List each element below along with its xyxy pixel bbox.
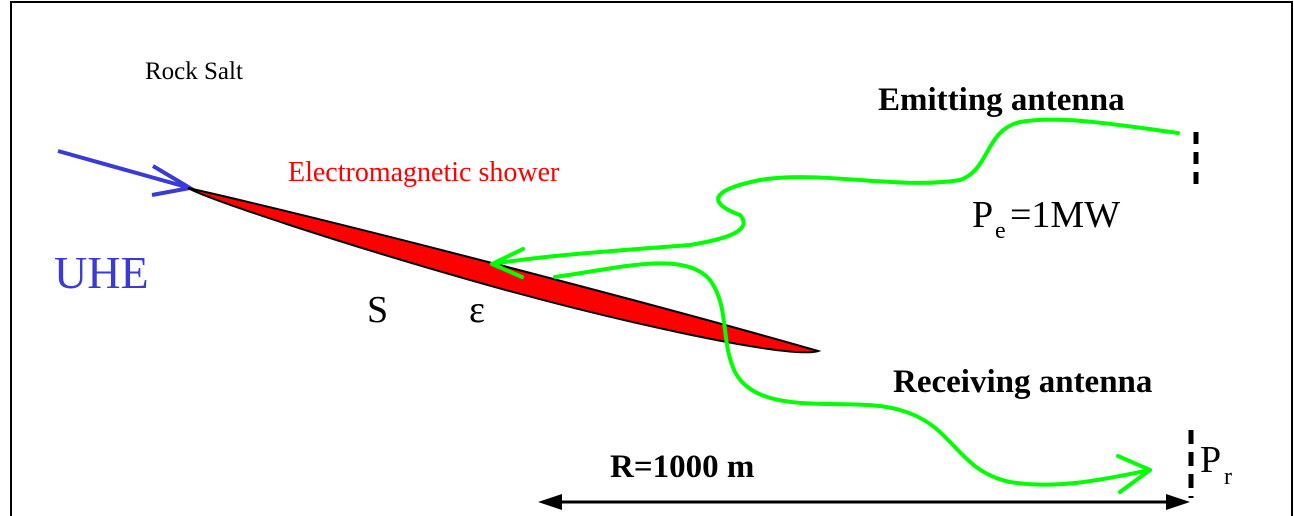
distance-label: R=1000 m [610, 449, 754, 485]
medium-label: Rock Salt [145, 58, 243, 85]
particle-label: UHE [54, 247, 149, 298]
diagram-frame [10, 1, 1293, 516]
uhe-arrow-shaft [57, 149, 191, 190]
reflected-signal-arrow [553, 261, 1152, 494]
distance-arrowhead-right [1166, 494, 1190, 510]
distance-arrowhead-left [538, 494, 562, 510]
emitted-power-label: P e =1MW [972, 194, 1120, 244]
emitting-antenna-title: Emitting antenna [878, 82, 1125, 118]
receiving-antenna-title: Receiving antenna [893, 364, 1152, 400]
pe-base: P [972, 194, 993, 236]
emitted-signal-path [490, 117, 1180, 266]
received-power-label: P r [1200, 439, 1232, 490]
reflected-signal-path [553, 261, 1152, 487]
reflected-signal-arrowhead [1116, 454, 1152, 494]
pe-value: =1MW [1010, 194, 1120, 236]
uhe-arrow [57, 149, 196, 197]
symbol-epsilon: ε [469, 289, 485, 331]
emitted-signal-arrow [490, 117, 1180, 279]
symbol-s: S [367, 289, 388, 331]
pr-base: P [1200, 439, 1221, 481]
emitted-signal-arrowhead [490, 247, 525, 279]
distance-arrow [538, 494, 1190, 510]
shower-label: Electromagnetic shower [288, 157, 560, 188]
pe-subscript: e [995, 218, 1006, 244]
pr-subscript: r [1224, 464, 1232, 490]
